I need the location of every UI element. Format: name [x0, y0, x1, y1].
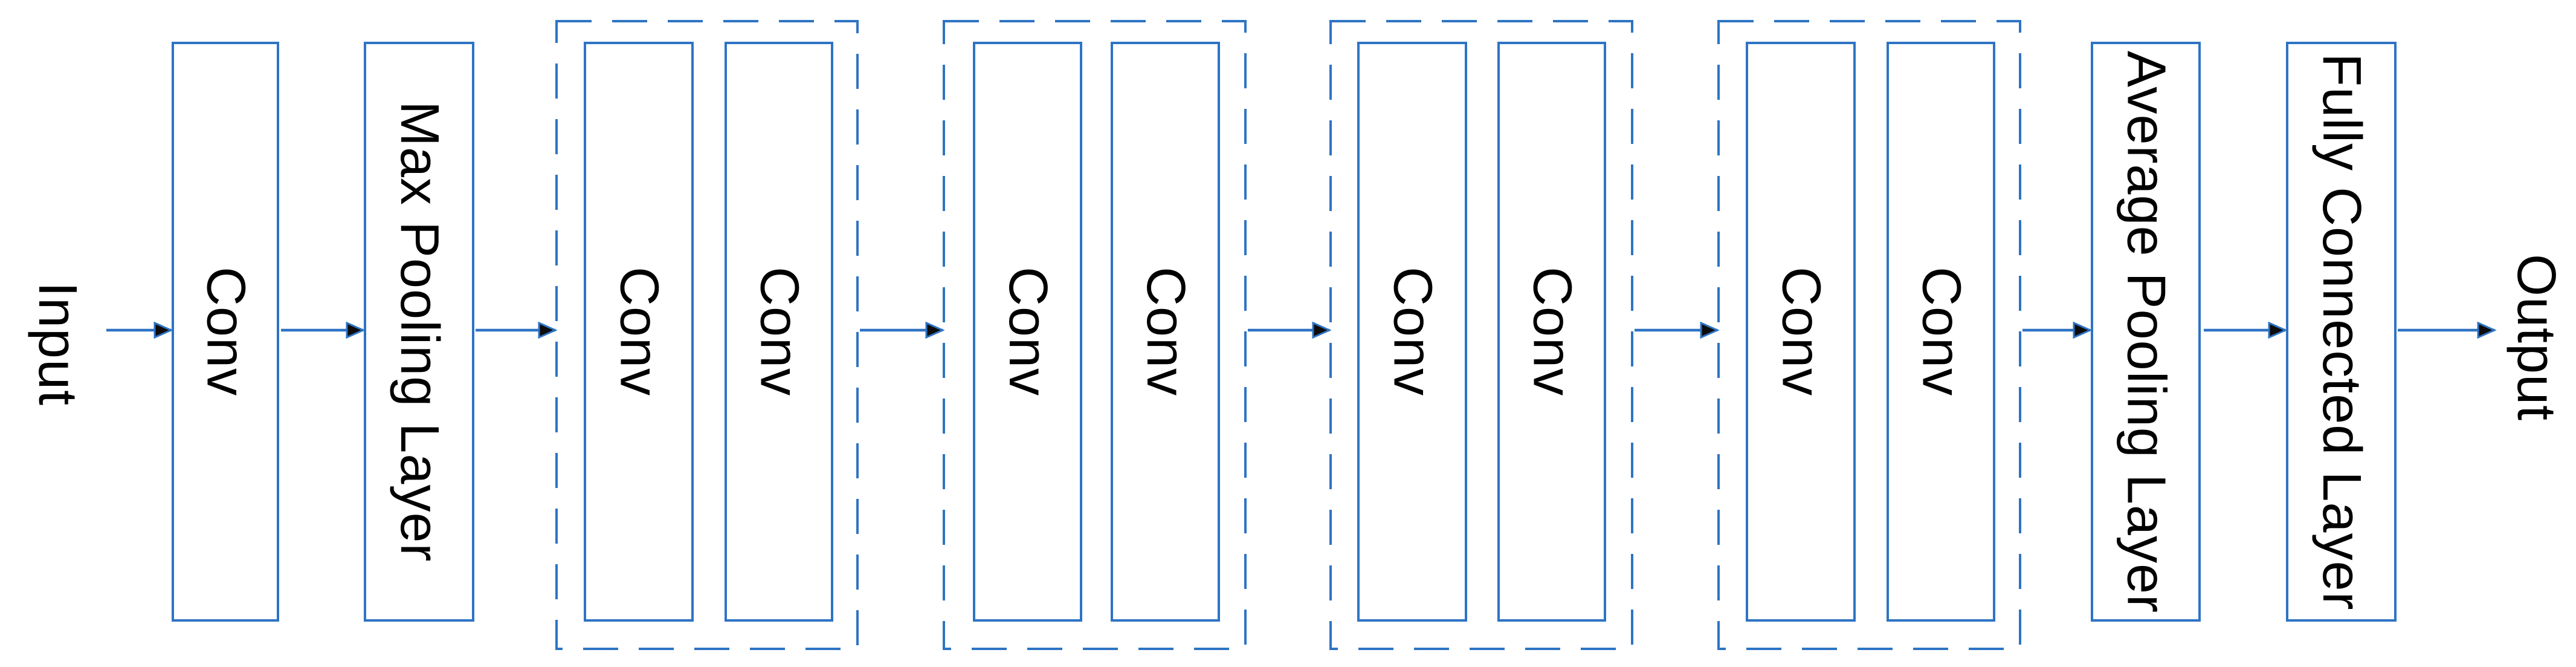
conv-block-4-outline — [1717, 20, 2021, 650]
node-conv-stem: Conv — [172, 42, 279, 622]
input-label: Input — [27, 282, 88, 406]
node-fully-connected-layer: Fully Connected Layer — [2286, 42, 2397, 622]
node-max-pooling-layer-label: Max Pooling Layer — [389, 101, 450, 562]
conv-block-2-outline — [943, 20, 1247, 650]
block-4-conv-1: Conv — [1746, 42, 1856, 622]
block-3-conv-2: Conv — [1497, 42, 1606, 622]
block-1-conv-1-label: Conv — [608, 267, 670, 397]
block-4-conv-2: Conv — [1887, 42, 1995, 622]
block-2-conv-2-label: Conv — [1135, 267, 1196, 397]
conv-block-3-outline — [1329, 20, 1633, 650]
node-max-pooling-layer: Max Pooling Layer — [364, 42, 474, 622]
output-label: Output — [2505, 254, 2566, 421]
block-1-conv-2-label: Conv — [749, 267, 810, 397]
block-4-conv-2-label: Conv — [1911, 267, 1972, 397]
block-1-conv-2: Conv — [725, 42, 833, 622]
node-average-pooling-layer-label: Average Pooling Layer — [2116, 50, 2177, 613]
block-4-conv-1-label: Conv — [1771, 267, 1832, 397]
block-3-conv-1-label: Conv — [1382, 267, 1443, 397]
conv-block-1-outline — [555, 20, 859, 650]
block-2-conv-2: Conv — [1111, 42, 1220, 622]
node-average-pooling-layer: Average Pooling Layer — [2091, 42, 2201, 622]
block-2-conv-1-label: Conv — [997, 267, 1058, 397]
block-1-conv-1: Conv — [584, 42, 694, 622]
block-2-conv-1: Conv — [973, 42, 1082, 622]
node-conv-stem-label: Conv — [195, 267, 256, 397]
block-3-conv-2-label: Conv — [1522, 267, 1583, 397]
node-fully-connected-layer-label: Fully Connected Layer — [2311, 53, 2372, 611]
block-3-conv-1: Conv — [1357, 42, 1467, 622]
